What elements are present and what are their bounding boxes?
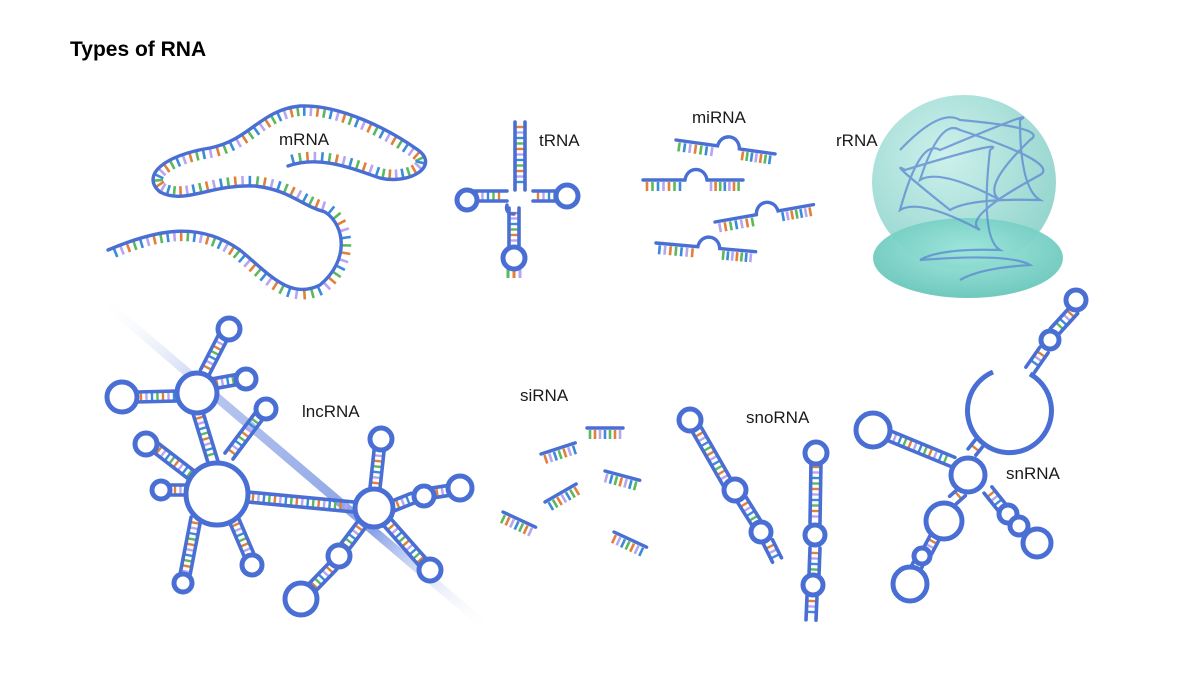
label-mrna: mRNA bbox=[279, 130, 330, 149]
sirna-duplex-1 bbox=[539, 441, 578, 464]
snorna-internal-loop bbox=[721, 476, 749, 504]
lncrna-hairpin-loop bbox=[171, 571, 195, 595]
lncrna-hairpin-loop bbox=[149, 478, 173, 502]
snrna-stem-8 bbox=[966, 437, 986, 457]
lncrna-junction-loop-2 bbox=[183, 460, 251, 528]
trna-d-loop bbox=[454, 187, 480, 213]
snrna-hairpin-loop bbox=[1020, 526, 1054, 560]
sirna-duplex-0 bbox=[585, 426, 625, 439]
rrna-ribosome bbox=[872, 95, 1063, 298]
sirna-duplex-2 bbox=[603, 469, 642, 491]
rrna-tangled-strand bbox=[898, 116, 1045, 281]
snorna-stem-4 bbox=[808, 460, 823, 525]
lncrna-stem-16 bbox=[382, 517, 432, 572]
snorna-stem-1 bbox=[690, 425, 735, 489]
snorna-hairpin-loop bbox=[802, 439, 830, 467]
lncrna-internal-loop bbox=[325, 542, 353, 570]
lncrna-hairpin-loop bbox=[367, 425, 395, 453]
lncrna-hairpin-loop bbox=[253, 396, 279, 422]
snrna-internal-loop bbox=[1007, 514, 1031, 538]
trna-core bbox=[504, 203, 516, 216]
trna-t-loop bbox=[553, 182, 581, 210]
lncrna-hairpin-loop bbox=[215, 315, 243, 343]
label-mirna: miRNA bbox=[692, 108, 746, 127]
label-snorna: snoRNA bbox=[746, 408, 810, 427]
lncrna-junction-loop-1 bbox=[174, 370, 220, 416]
trna-acceptor-stem bbox=[513, 120, 527, 192]
snrna-junction-loop bbox=[948, 455, 988, 495]
trna-anticodon-loop bbox=[500, 244, 528, 272]
sirna-duplex-0 bbox=[499, 510, 538, 537]
lncrna-stem-6 bbox=[150, 441, 199, 483]
snrna-hairpin-loop bbox=[853, 410, 893, 450]
snorna-hairpin-loop bbox=[676, 406, 704, 434]
lncrna-hairpin-loop bbox=[445, 473, 475, 503]
page-title: Types of RNA bbox=[70, 38, 207, 61]
lncrna-stem-1 bbox=[134, 389, 180, 404]
snrna-internal-loop bbox=[911, 545, 933, 567]
snrna-stem-2 bbox=[1024, 345, 1050, 375]
snorna-internal-loop bbox=[800, 572, 826, 598]
lncrna-stem-12 bbox=[389, 491, 417, 513]
snrna-stem-1 bbox=[1048, 304, 1080, 338]
lncrna-internal-loop bbox=[416, 556, 444, 584]
lncrna-stem-8 bbox=[177, 515, 203, 583]
lncrna-stem-2 bbox=[198, 332, 230, 377]
mirna-duplex-3 bbox=[654, 235, 758, 263]
lncrna-hairpin-loop bbox=[282, 580, 320, 618]
snorna-stem-5 bbox=[807, 546, 822, 577]
lncrna-stem-10 bbox=[245, 490, 357, 514]
sirna-duplex-3 bbox=[543, 482, 581, 511]
snrna-hairpin-loop bbox=[890, 564, 930, 604]
snorna-internal-loop bbox=[748, 519, 774, 545]
lncrna-hairpin-loop bbox=[104, 379, 140, 415]
lncrna-hairpin-loop bbox=[233, 366, 259, 392]
lncrna-stem-4 bbox=[191, 409, 220, 466]
lncrna-hairpin-loop bbox=[239, 552, 265, 578]
snrna-stem-3 bbox=[881, 427, 957, 469]
snorna-stem-3 bbox=[761, 537, 784, 565]
mrna-strand bbox=[106, 104, 428, 292]
sirna-duplex-1 bbox=[610, 530, 649, 557]
snrna-large-loop bbox=[964, 369, 1054, 456]
mirna-duplex-0 bbox=[674, 135, 777, 165]
label-snrna: snRNA bbox=[1006, 464, 1061, 483]
mirna-duplex-1 bbox=[641, 167, 745, 191]
label-rrna: rRNA bbox=[836, 131, 878, 150]
label-trna: tRNA bbox=[539, 131, 580, 150]
snrna-internal-loop bbox=[923, 500, 965, 542]
snrna-internal-loop bbox=[1038, 328, 1062, 352]
label-sirna: siRNA bbox=[520, 386, 569, 405]
snrna-hairpin-loop bbox=[1063, 287, 1089, 313]
lncrna-junction-loop-3 bbox=[352, 486, 396, 530]
snorna-stem-6 bbox=[804, 593, 819, 623]
snorna-internal-loop bbox=[802, 522, 828, 548]
lncrna-hairpin-loop bbox=[132, 430, 160, 458]
mirna-duplex-2 bbox=[713, 200, 816, 233]
label-lncrna: lncRNA bbox=[302, 402, 360, 421]
snorna-stem-2 bbox=[735, 495, 764, 529]
lncrna-internal-loop bbox=[411, 483, 437, 509]
